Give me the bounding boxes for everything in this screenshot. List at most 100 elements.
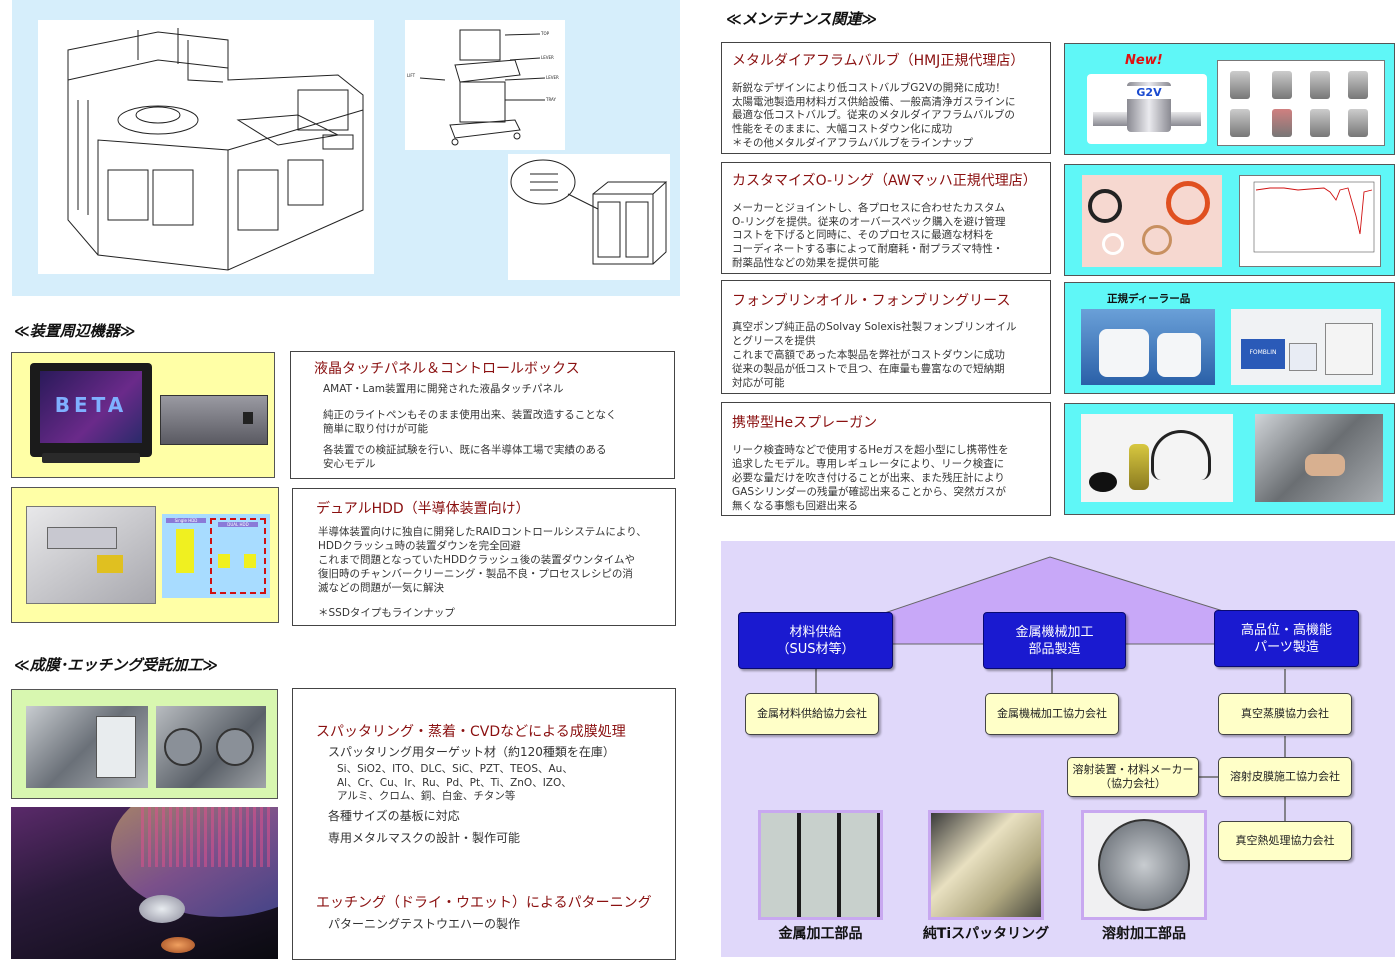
dual-hdd-block-a xyxy=(218,554,230,568)
org-parts-line-2: パーツ製造 xyxy=(1254,639,1319,655)
diaphragm-line-4: 性能をそのままに、大幅コストダウン化に成功 xyxy=(732,123,953,135)
dual-hdd-tray xyxy=(47,527,117,549)
control-box xyxy=(160,395,268,445)
partner-vacuum-box: 真空蒸膜協力会社 xyxy=(1218,693,1352,735)
spray-parts-disc xyxy=(1098,819,1190,911)
valve-thumb-2 xyxy=(1272,71,1292,99)
org-machining-box: 金属機械加工 部品製造 xyxy=(983,612,1126,669)
fomblin-text-box: フォンブリンオイル・フォンブリングリース 真空ポンプ純正品のSolvay Sol… xyxy=(721,280,1051,394)
partner-machining-box: 金属機械加工協力会社 xyxy=(985,693,1119,735)
dual-hdd-photo xyxy=(26,506,156,604)
org-parts-line-1: 高品位・高機能 xyxy=(1240,622,1332,638)
oring-4 xyxy=(1102,233,1124,255)
diaphragm-line-2: 太陽電池製造用材料ガス供給設備、一般高清浄ガスラインに xyxy=(732,96,1016,108)
semiconductor-tool-line-art xyxy=(67,28,364,271)
deposition-equipment-photo-1 xyxy=(26,706,148,788)
oring-photo-box xyxy=(1064,164,1395,276)
fomblin-bottle-1 xyxy=(1099,329,1149,377)
org-chart-panel: 材料供給 （SUS材等） 金属機械加工 部品製造 高品位・高機能 パーツ製造 金… xyxy=(721,541,1395,957)
partner-heat-label: 真空熱処理協力会社 xyxy=(1235,834,1335,847)
partner-vacuum-label: 真空蒸膜協力会社 xyxy=(1241,707,1329,720)
deposition-line-2: Si、SiO2、ITO、DLC、SiC、PZT、TEOS、Au、 xyxy=(337,763,573,775)
valve-thumb-3 xyxy=(1310,71,1330,99)
svg-text:LIFT: LIFT xyxy=(407,73,416,78)
diaphragm-photo-box: New! G2V xyxy=(1064,43,1395,155)
valve-thumb-6 xyxy=(1272,109,1292,137)
dual-hdd-line-3: これまで問題となっていたHDDクラッシュ後の装置ダウンタイムや xyxy=(318,554,636,566)
equipment-detail-drawing xyxy=(508,154,670,280)
g2v-valve-photo: G2V xyxy=(1087,74,1207,144)
partner-spray-maker-line-2: （協力会社） xyxy=(1100,777,1166,790)
valve-label: G2V xyxy=(1127,86,1171,99)
fomblin-bottle-2 xyxy=(1157,333,1201,377)
fomblin-products-photo: FOMBLIN xyxy=(1231,309,1381,385)
he-gun-title: 携帯型Heスプレーガン xyxy=(732,415,878,431)
dual-hdd-block-b xyxy=(244,554,256,568)
metal-parts-photo-frame xyxy=(758,810,883,920)
deposition-chamber-right xyxy=(216,728,254,766)
partner-material-box: 金属材料供給協力会社 xyxy=(745,693,879,735)
touch-panel-screen-text: BETA xyxy=(54,393,128,417)
org-parts-box: 高品位・高機能 パーツ製造 xyxy=(1214,610,1359,667)
org-machining-line-1: 金属機械加工 xyxy=(1015,624,1094,640)
caption-metal-parts: 金属加工部品 xyxy=(778,926,863,942)
he-hose xyxy=(1151,430,1211,480)
dual-hdd-line-2: HDDクラッシュ時の装置ダウンを完全回避 xyxy=(318,540,521,552)
touch-panel-photo-box: BETA xyxy=(11,352,275,478)
diaphragm-title: メタルダイアフラムバルブ（HMJ正規代理店） xyxy=(732,53,1025,69)
fomblin-line-5: 対応が可能 xyxy=(732,377,785,389)
wafer-disc-orange xyxy=(161,937,195,953)
fomblin-box-brand: FOMBLIN xyxy=(1249,349,1277,356)
fomblin-box: FOMBLIN xyxy=(1241,339,1285,369)
oring-line-3: コストを下げると同時に、そのプロセスに最適な材料を xyxy=(732,229,995,241)
touch-panel-monitor: BETA xyxy=(30,363,152,457)
svg-text:LEVER: LEVER xyxy=(546,75,559,80)
partner-spray-label: 溶射皮膜施工協力会社 xyxy=(1230,770,1340,783)
oring-spectrum-chart xyxy=(1239,175,1381,267)
valve-lineup-photo xyxy=(1217,60,1385,146)
wafer-disc-white xyxy=(139,895,185,923)
touch-panel-line-4: 各装置での検証試験を行い、既に各半導体工場で実績のある xyxy=(323,444,607,456)
ti-sputtering-photo xyxy=(931,813,1041,917)
he-gun-line-4: GASシリンダーの残量が確認出来ることから、突然ガスが xyxy=(732,486,1006,498)
he-gun-line-5: 無くなる事態も回避出来る xyxy=(732,500,858,512)
deposition-photo-box xyxy=(11,689,278,799)
org-material-line-1: 材料供給 xyxy=(789,624,842,640)
oring-line-1: メーカーとジョイントし、各プロセスに合わせたカスタム xyxy=(732,202,1005,214)
new-badge: New! xyxy=(1125,53,1163,68)
dual-hdd-text-box: デュアルHDD（半導体装置向け） 半導体装置向けに独自に開発したRAIDコントロ… xyxy=(292,488,676,626)
equipment-main-drawing xyxy=(38,20,374,274)
deposition-line-1: スパッタリング用ターゲット材（約120種類を在庫） xyxy=(328,745,615,759)
dual-hdd-line-4: 復旧時のチャンバークリーニング・製品不良・プロセスレシピの消 xyxy=(318,568,633,580)
valve-thumb-1 xyxy=(1230,71,1250,99)
oring-photo xyxy=(1082,175,1222,267)
touch-panel-line-5: 安心モデル xyxy=(323,458,376,470)
partner-heat-box: 真空熱処理協力会社 xyxy=(1218,821,1352,861)
he-regulator-cap xyxy=(1089,472,1117,492)
deposition-text-box: スパッタリング・蒸着・CVDなどによる成膜処理 スパッタリング用ターゲット材（約… xyxy=(292,688,676,960)
deposition-line-3: Al、Cr、Cu、Ir、Ru、Pd、Pt、Ti、ZnO、IZO、 xyxy=(337,777,572,789)
diaphragm-line-5: ＊その他メタルダイアフラムバルブをラインナップ xyxy=(732,137,974,149)
rack-detail-line-art xyxy=(510,159,668,265)
deposition-panel-detail xyxy=(96,716,136,778)
oring-2 xyxy=(1166,181,1210,225)
metal-parts-photo xyxy=(761,813,880,917)
dual-hdd-diagram: Single HDD DUAL HDD xyxy=(162,514,270,598)
touch-panel-screen: BETA xyxy=(40,371,142,443)
fomblin-line-1: 真空ポンプ純正品のSolvay Solexis社製フォンブリンオイル xyxy=(732,321,1017,333)
caption-spray-parts: 溶射加工部品 xyxy=(1102,926,1186,942)
deposition-chamber-left xyxy=(164,728,202,766)
dual-hdd-line-1: 半導体装置向けに独自に開発したRAIDコントロールシステムにより、 xyxy=(318,526,647,538)
valve-thumb-5 xyxy=(1230,109,1250,137)
single-hdd-diagram: Single HDD xyxy=(166,518,206,594)
diaphragm-text-box: メタルダイアフラムバルブ（HMJ正規代理店） 新鋭なデザインにより低コストバルブ… xyxy=(721,42,1051,154)
single-hdd-block xyxy=(176,529,194,573)
wafer-chips xyxy=(141,807,271,867)
oring-line-4: コーディネートする事によって耐磨耗・耐プラズマ特性・ xyxy=(732,243,1004,255)
spray-parts-photo-frame xyxy=(1081,810,1207,920)
dual-hdd-photo-box: Single HDD DUAL HDD xyxy=(11,487,279,623)
ti-sputtering-photo-frame xyxy=(928,810,1044,920)
single-hdd-label: Single HDD xyxy=(166,518,206,523)
